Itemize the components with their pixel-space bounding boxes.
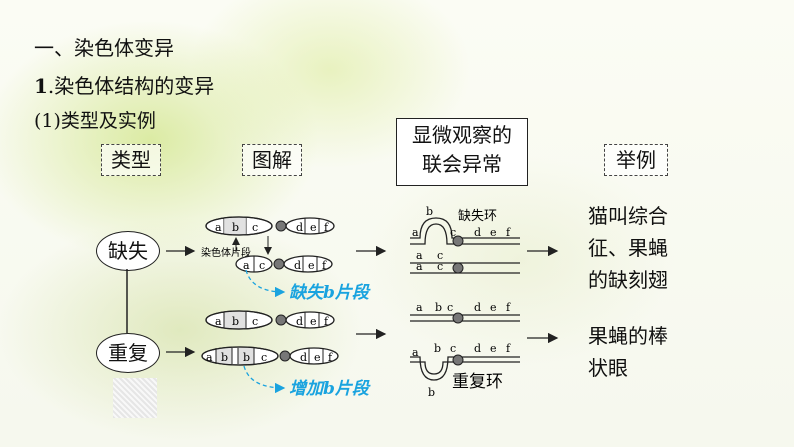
- svg-text:d: d: [296, 315, 303, 328]
- svg-text:e: e: [310, 315, 317, 328]
- svg-text:b: b: [434, 342, 441, 355]
- svg-text:d: d: [300, 351, 307, 364]
- deletion-result-chromosome: a c d e f: [236, 256, 332, 272]
- example-duplication-line-1: 果蝇的棒: [588, 320, 668, 352]
- svg-text:f: f: [506, 342, 511, 355]
- svg-text:d: d: [474, 226, 481, 239]
- example-duplication-line-2: 状眼: [588, 352, 668, 384]
- duplication-annotation: 增加b片段: [289, 379, 371, 399]
- svg-text:c: c: [259, 259, 265, 272]
- svg-text:b: b: [428, 386, 435, 399]
- gene-b: b: [232, 221, 239, 234]
- svg-text:b: b: [221, 351, 228, 364]
- duplication-normal-chromosome: a b c d e f: [206, 311, 334, 329]
- svg-text:e: e: [490, 342, 497, 355]
- svg-text:a: a: [416, 301, 423, 314]
- example-deletion-line-1: 猫叫综合: [588, 200, 668, 232]
- svg-text:a: a: [206, 351, 213, 364]
- svg-text:c: c: [450, 226, 456, 239]
- example-deletion-line-2: 征、果蝇: [588, 232, 668, 264]
- svg-text:b: b: [232, 315, 239, 328]
- deletion-loop-label: 缺失环: [458, 209, 497, 224]
- svg-text:b: b: [435, 301, 442, 314]
- deletion-normal-chromosome: a b c d e f: [206, 217, 334, 235]
- svg-text:e: e: [490, 301, 497, 314]
- svg-text:f: f: [506, 226, 511, 239]
- svg-text:c: c: [437, 260, 443, 273]
- svg-text:a: a: [416, 260, 423, 273]
- svg-text:c: c: [252, 315, 258, 328]
- svg-text:a: a: [215, 315, 222, 328]
- svg-text:f: f: [506, 301, 511, 314]
- example-deletion: 猫叫综合 征、果蝇 的缺刻翅: [588, 200, 668, 296]
- svg-text:d: d: [474, 342, 481, 355]
- svg-text:e: e: [314, 351, 321, 364]
- deletion-annotation: 缺失b片段: [289, 283, 371, 303]
- svg-text:d: d: [474, 301, 481, 314]
- example-duplication: 果蝇的棒 状眼: [588, 320, 668, 384]
- gene-a: a: [215, 221, 222, 234]
- gene-e: e: [310, 221, 317, 234]
- svg-text:c: c: [450, 342, 456, 355]
- svg-text:d: d: [294, 259, 301, 272]
- svg-text:e: e: [490, 226, 497, 239]
- duplication-annotation-arrow: [244, 366, 284, 388]
- svg-text:c: c: [261, 351, 267, 364]
- svg-text:b: b: [243, 351, 250, 364]
- duplication-loop-label: 重复环: [452, 372, 503, 392]
- deletion-loop-observation: b a c d e f 缺失环 a a c c: [410, 205, 520, 273]
- svg-text:e: e: [308, 259, 315, 272]
- example-deletion-line-3: 的缺刻翅: [588, 264, 668, 296]
- gene-c: c: [252, 221, 258, 234]
- svg-text:a: a: [412, 226, 419, 239]
- svg-text:b: b: [426, 205, 433, 218]
- svg-text:c: c: [447, 301, 453, 314]
- duplication-loop-observation: a b c d e f a b c d e f b 重复环: [410, 301, 520, 399]
- duplication-result-chromosome: a b b c d e f: [202, 347, 338, 365]
- deletion-annotation-arrow: [246, 270, 284, 292]
- gene-d: d: [296, 221, 303, 234]
